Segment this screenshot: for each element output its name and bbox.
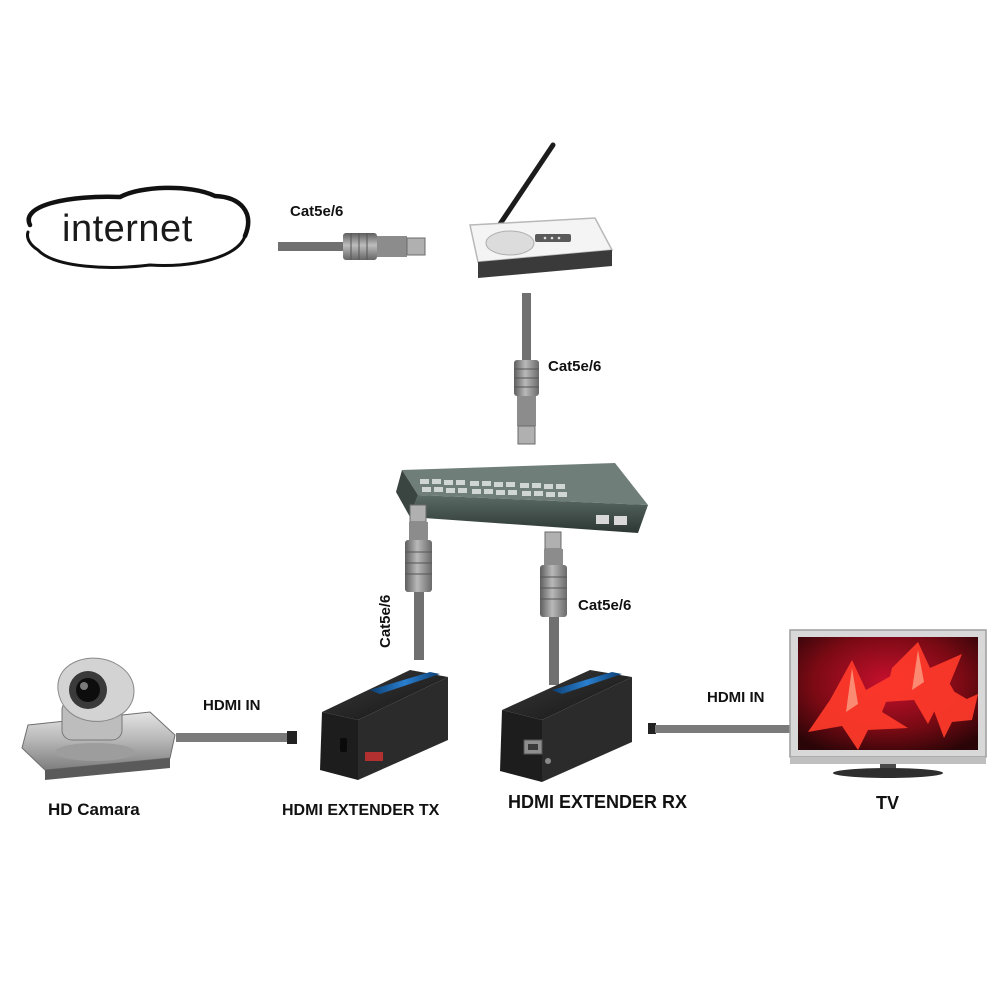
network-switch-icon	[396, 463, 648, 533]
hdmi-extender-tx-icon	[320, 670, 448, 780]
edge-label-router-switch: Cat5e/6	[548, 358, 602, 375]
tv-label: TV	[876, 793, 900, 813]
edge-label-camera-tx: HDMI IN	[203, 697, 261, 714]
router-icon	[469, 142, 614, 278]
cable-router-switch	[514, 293, 539, 445]
internet-cloud-icon	[26, 185, 251, 269]
internet-label: internet	[62, 208, 193, 250]
tx-label: HDMI EXTENDER TX	[282, 802, 440, 819]
cable-switch-tx	[405, 504, 432, 660]
edge-label-switch-tx: Cat5e/6	[377, 594, 394, 648]
edge-label-internet-router: Cat5e/6	[290, 203, 344, 220]
tv-icon	[789, 629, 987, 778]
hdmi-extender-rx-icon	[500, 670, 632, 782]
camera-label: HD Camara	[48, 800, 140, 819]
cable-internet-router	[278, 233, 426, 260]
hd-camera-icon	[21, 657, 176, 780]
cable-camera-tx	[176, 731, 297, 744]
edge-label-rx-tv: HDMI IN	[707, 689, 765, 706]
cable-switch-rx	[540, 531, 567, 685]
cable-rx-tv	[648, 723, 790, 734]
rx-label: HDMI EXTENDER RX	[508, 792, 688, 812]
edge-label-switch-rx: Cat5e/6	[578, 597, 632, 614]
